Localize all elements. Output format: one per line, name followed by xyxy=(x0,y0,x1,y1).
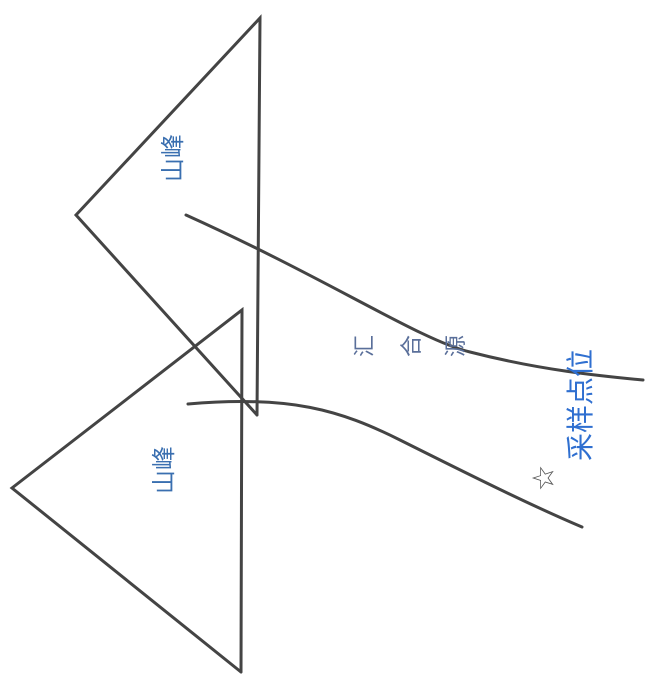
star-marker: ☆ xyxy=(527,465,562,492)
lower-peak-label: 山峰 xyxy=(150,446,178,494)
confluence-char-1: 汇 xyxy=(353,335,378,357)
upper-stream xyxy=(184,213,645,382)
lower-stream xyxy=(186,399,584,529)
upper-peak-outline xyxy=(73,14,262,417)
confluence-char-2: 合 xyxy=(400,335,425,357)
sampling-point-label: 采样点位 xyxy=(564,349,597,461)
lower-peak-outline xyxy=(9,306,244,674)
upper-peak-label: 山峰 xyxy=(159,134,187,182)
confluence-char-3: 源 xyxy=(444,335,469,357)
